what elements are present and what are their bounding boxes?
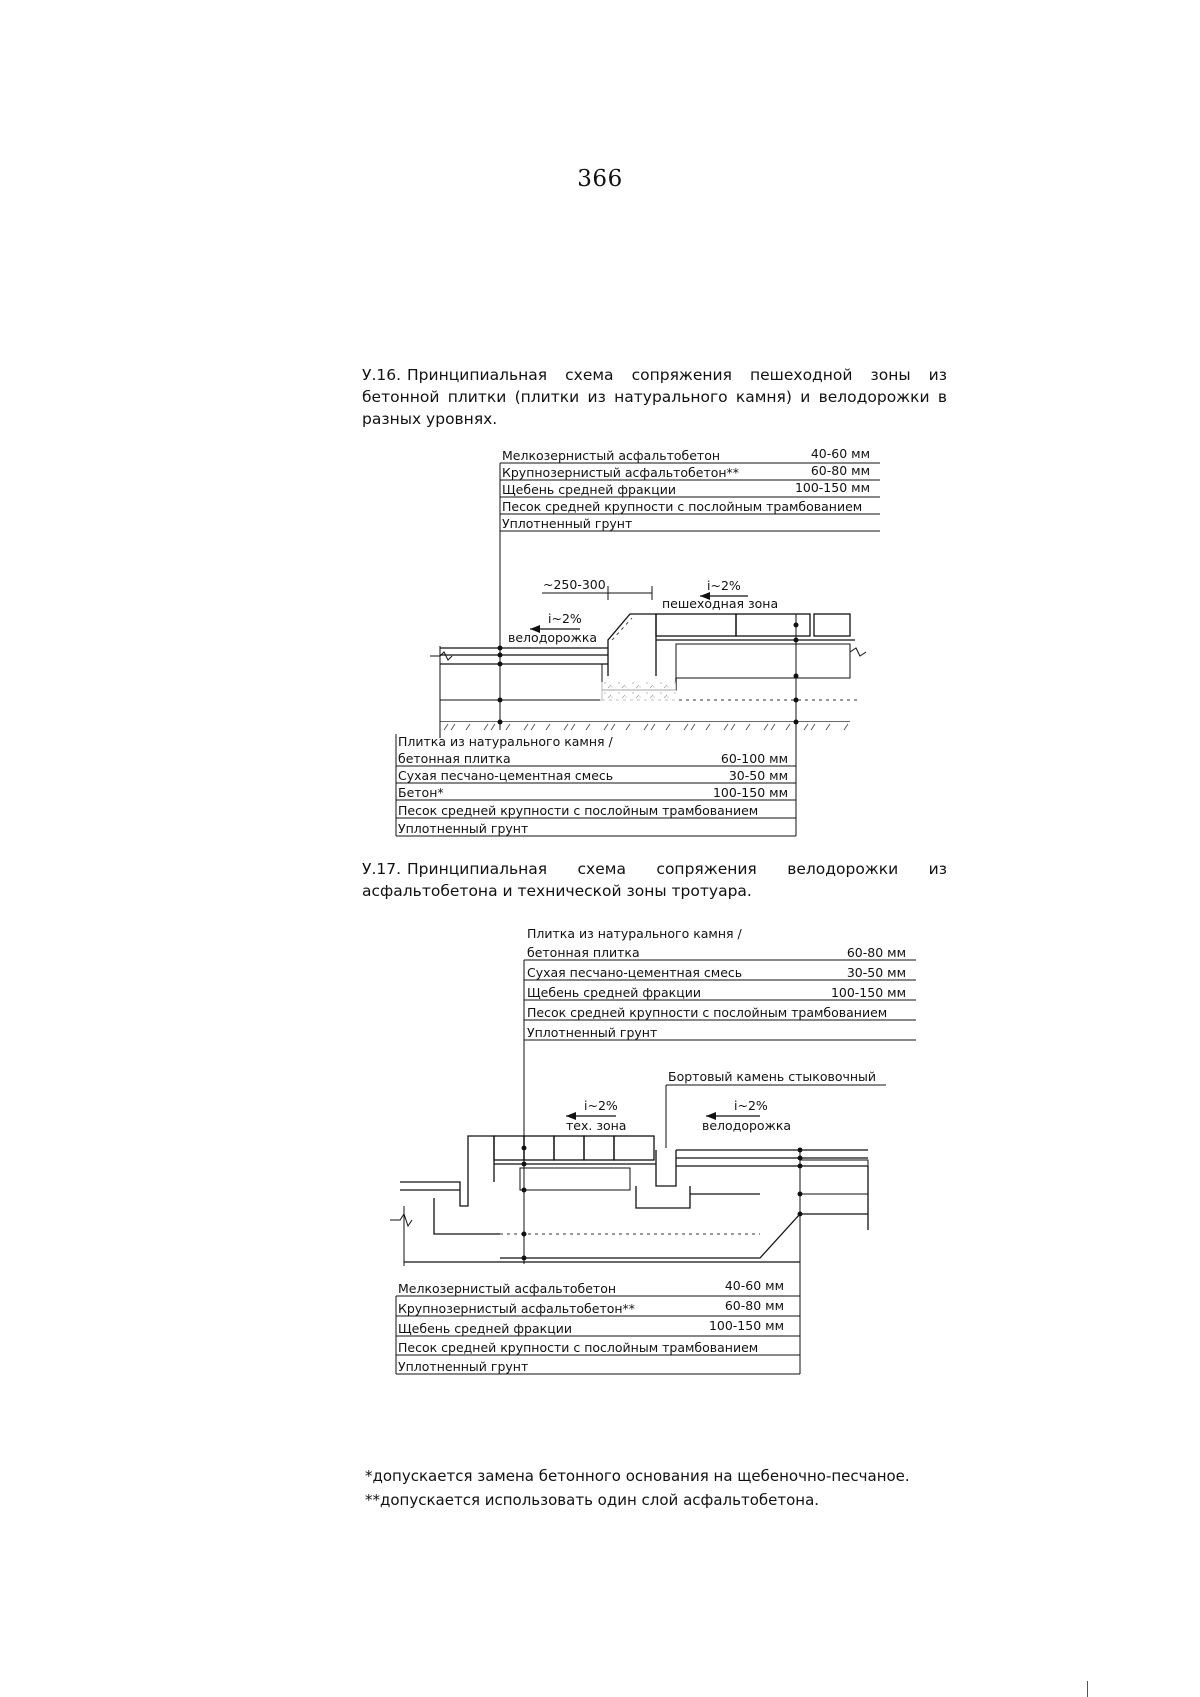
- fig17-slope-left: i~2%: [584, 1098, 618, 1113]
- fig16-bottom-layer-4-label: Бетон*: [398, 785, 444, 800]
- fig17-bottom-layer-3-label: Щебень средней фракции: [398, 1321, 572, 1336]
- fig17-bottom-layer-2-label: Крупнозернистый асфальтобетон**: [398, 1301, 635, 1316]
- fig17-zone-left: тех. зона: [566, 1118, 626, 1133]
- figure-17-bottom-layer-table: Мелкозернистый асфальтобетон 40-60 мм Кр…: [395, 1278, 800, 1375]
- figure-16-cross-section: [430, 531, 867, 836]
- page-number: 366: [577, 166, 623, 192]
- figure-17-top-layer-table: Плитка из натурального камня / бетонная …: [523, 926, 916, 1262]
- fig17-curb-label: Бортовый камень стыковочный: [668, 1069, 876, 1084]
- fig16-dimension-label: ~250-300: [543, 577, 606, 592]
- fig16-top-layer-2-value: 60-80 мм: [811, 463, 870, 478]
- fig16-slope-right: i~2%: [707, 578, 741, 593]
- fig16-bottom-layer-4-value: 100-150 мм: [713, 785, 788, 800]
- fig17-top-layer-2-value: 60-80 мм: [847, 945, 906, 960]
- figure-17-caption-text: Принципиальная схема сопряжения велодоро…: [362, 860, 947, 900]
- fig16-zone-right: пешеходная зона: [662, 596, 778, 611]
- figure-17-diagram: Плитка из натурального камня / бетонная …: [390, 926, 916, 1375]
- fig17-top-layer-3-value: 30-50 мм: [847, 965, 906, 980]
- fig17-bottom-layer-3-value: 100-150 мм: [709, 1318, 784, 1333]
- fig16-zone-left: велодорожка: [508, 630, 597, 645]
- fig17-top-layer-3-label: Сухая песчано-цементная смесь: [527, 965, 742, 980]
- figure-16-bottom-layer-table: Плитка из натурального камня / бетонная …: [395, 734, 796, 837]
- fig16-top-layer-4-label: Песок средней крупности с послойным трам…: [502, 499, 862, 514]
- figure-16-top-layer-table: Мелкозернистый асфальтобетон 40-60 мм Кр…: [499, 446, 880, 656]
- fig17-bottom-layer-1-label: Мелкозернистый асфальтобетон: [398, 1281, 616, 1296]
- fig16-bottom-layer-6-label: Уплотненный грунт: [398, 821, 528, 836]
- fig17-top-layer-4-value: 100-150 мм: [831, 985, 906, 1000]
- fig16-bottom-layer-2-value: 60-100 мм: [721, 751, 788, 766]
- fig17-bottom-layer-4-label: Песок средней крупности с послойным трам…: [398, 1340, 758, 1355]
- fig17-slope-right: i~2%: [734, 1098, 768, 1113]
- fig17-top-layer-6-label: Уплотненный грунт: [527, 1025, 657, 1040]
- fig17-top-layer-2-label: бетонная плитка: [527, 945, 640, 960]
- page-edge-mark: [1087, 1681, 1088, 1697]
- figure-17-annotations: Бортовый камень стыковочный i~2% тех. зо…: [566, 1069, 886, 1148]
- fig17-bottom-layer-5-label: Уплотненный грунт: [398, 1359, 528, 1374]
- figure-17-caption: У.17.Принципиальная схема сопряжения вел…: [362, 858, 947, 902]
- fig16-bottom-layer-2-label: бетонная плитка: [398, 751, 511, 766]
- fig16-top-layer-1-value: 40-60 мм: [811, 446, 870, 461]
- fig16-top-layer-3-label: Щебень средней фракции: [502, 482, 676, 497]
- fig17-zone-right: велодорожка: [702, 1118, 791, 1133]
- fig16-top-layer-1-label: Мелкозернистый асфальтобетон: [502, 448, 720, 463]
- fig16-top-layer-5-label: Уплотненный грунт: [502, 516, 632, 531]
- fig16-slope-left: i~2%: [548, 611, 582, 626]
- fig16-bottom-layer-1-label: Плитка из натурального камня /: [398, 734, 613, 749]
- footnotes: *допускается замена бетонного основания …: [365, 1464, 910, 1512]
- figure-16-annotations: ~250-300 i~2% пешеходная зона i~2% велод…: [508, 577, 778, 645]
- figure-17-cross-section: [390, 1040, 869, 1374]
- fig17-bottom-layer-1-value: 40-60 мм: [725, 1278, 784, 1293]
- figure-17-number: У.17.: [362, 860, 402, 878]
- fig17-top-layer-4-label: Щебень средней фракции: [527, 985, 701, 1000]
- fig17-top-layer-5-label: Песок средней крупности с послойным трам…: [527, 1005, 887, 1020]
- footnote-1: *допускается замена бетонного основания …: [365, 1467, 910, 1485]
- footnote-2: **допускается использовать один слой асф…: [365, 1491, 820, 1509]
- fig17-top-layer-1-label: Плитка из натурального камня /: [527, 926, 742, 941]
- fig16-bottom-layer-3-value: 30-50 мм: [729, 768, 788, 783]
- fig16-top-layer-2-label: Крупнозернистый асфальтобетон**: [502, 465, 739, 480]
- fig16-bottom-layer-3-label: Сухая песчано-цементная смесь: [398, 768, 613, 783]
- fig16-top-layer-3-value: 100-150 мм: [795, 480, 870, 495]
- figure-16-diagram: Мелкозернистый асфальтобетон 40-60 мм Кр…: [395, 446, 880, 837]
- figure-16-caption: У.16.Принципиальная схема сопряжения пеш…: [362, 364, 947, 430]
- figure-16-caption-text: Принципиальная схема сопряжения пешеходн…: [362, 366, 947, 428]
- figure-16-number: У.16.: [362, 366, 402, 384]
- fig16-bottom-layer-5-label: Песок средней крупности с послойным трам…: [398, 803, 758, 818]
- fig17-bottom-layer-2-value: 60-80 мм: [725, 1298, 784, 1313]
